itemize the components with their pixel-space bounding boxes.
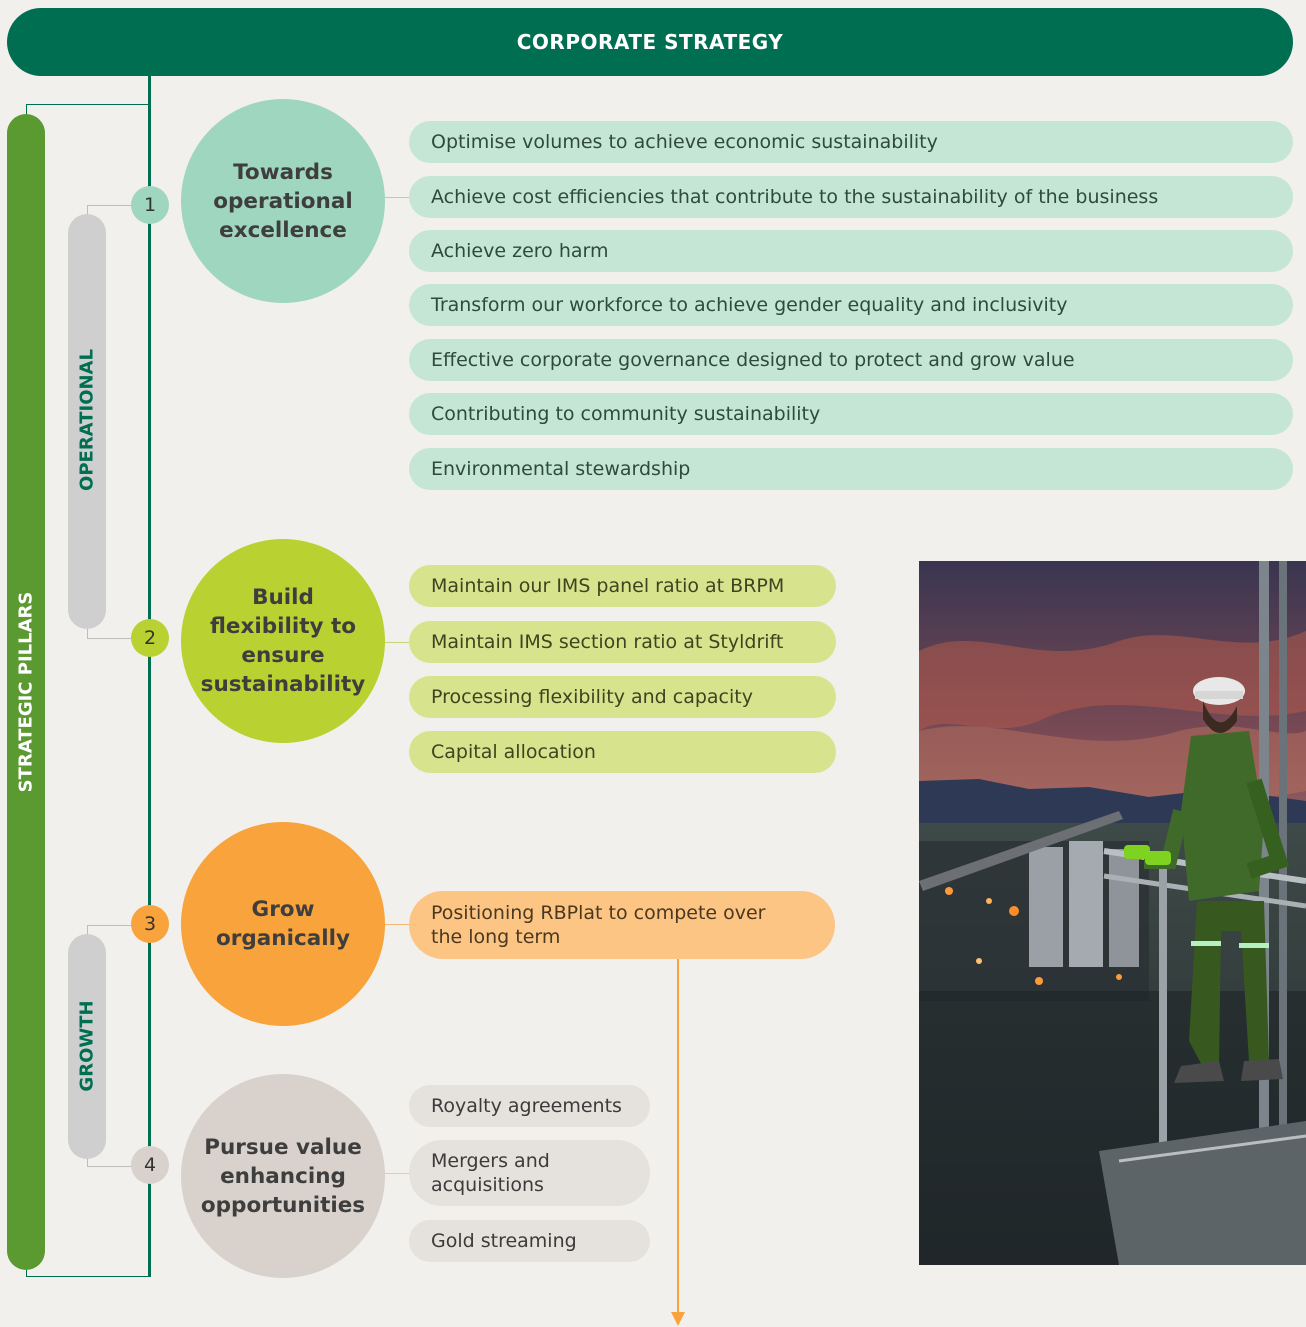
- connector-3: [385, 924, 409, 925]
- strategy-title-1: Towards operational excellence: [213, 159, 353, 243]
- number-badge-2: 2: [131, 619, 169, 657]
- item-1-3-text: Achieve zero harm: [431, 240, 609, 262]
- item-1-2: Achieve cost efficiencies that contribut…: [409, 176, 1293, 218]
- strategy-circle-3: Grow organically: [181, 822, 385, 1026]
- connector-2: [385, 642, 409, 643]
- strategy-title-4: Pursue value enhancing opportunities: [200, 1134, 366, 1218]
- number-badge-1: 1: [131, 186, 169, 224]
- strategy-circle-1: Towards operational excellence: [181, 99, 385, 303]
- operational-group-bar: OPERATIONAL: [68, 214, 106, 629]
- item-1-3: Achieve zero harm: [409, 230, 1293, 272]
- item-1-4-text: Transform our workforce to achieve gende…: [431, 294, 1068, 316]
- number-4-text: 4: [143, 1154, 157, 1176]
- item-2-4-text: Capital allocation: [431, 741, 596, 763]
- growth-label: GROWTH: [76, 1000, 98, 1092]
- item-3-1: Positioning RBPlat to compete over the l…: [409, 891, 835, 959]
- item-2-2-text: Maintain IMS section ratio at Styldrift: [431, 631, 784, 653]
- item-1-6-text: Contributing to community sustainability: [431, 403, 821, 425]
- corporate-strategy-header: CORPORATE STRATEGY: [7, 8, 1293, 76]
- mine-worker-photo-illustration: [919, 561, 1306, 1265]
- growth-group-bar: GROWTH: [68, 934, 106, 1159]
- item-1-7-text: Environmental stewardship: [431, 458, 691, 480]
- strategy-title-2: Build flexibility to ensure sustainabili…: [200, 585, 366, 697]
- number-badge-3: 3: [131, 905, 169, 943]
- item-2-1: Maintain our IMS panel ratio at BRPM: [409, 565, 836, 607]
- orange-arrow-head: [671, 1312, 685, 1326]
- item-2-1-text: Maintain our IMS panel ratio at BRPM: [431, 575, 785, 597]
- item-1-7: Environmental stewardship: [409, 448, 1293, 490]
- strategic-pillars-bar: STRATEGIC PILLARS: [7, 114, 45, 1270]
- item-1-5: Effective corporate governance designed …: [409, 339, 1293, 381]
- item-4-1-text: Royalty agreements: [431, 1095, 622, 1117]
- item-4-2-text: Mergers and acquisitions: [431, 1150, 550, 1196]
- orange-arrow-line: [677, 959, 679, 1314]
- header-title: CORPORATE STRATEGY: [516, 30, 784, 54]
- mine-worker-photo: [919, 561, 1306, 1265]
- item-1-6: Contributing to community sustainability: [409, 393, 1293, 435]
- item-1-2-text: Achieve cost efficiencies that contribut…: [431, 186, 1159, 208]
- item-4-2: Mergers and acquisitions: [409, 1140, 650, 1206]
- item-1-1: Optimise volumes to achieve economic sus…: [409, 121, 1293, 163]
- bracket-left-bottom: [26, 1268, 27, 1277]
- spine-line: [148, 76, 151, 1277]
- strategy-title-3: Grow organically: [216, 897, 350, 951]
- item-2-3-text: Processing flexibility and capacity: [431, 686, 753, 708]
- operational-label: OPERATIONAL: [76, 349, 98, 491]
- item-2-2: Maintain IMS section ratio at Styldrift: [409, 621, 836, 663]
- number-1-text: 1: [143, 194, 157, 216]
- item-4-3: Gold streaming: [409, 1220, 650, 1262]
- item-3-1-text: Positioning RBPlat to compete over the l…: [431, 902, 766, 948]
- strategy-circle-4: Pursue value enhancing opportunities: [181, 1074, 385, 1278]
- bracket-bottom: [26, 1276, 150, 1277]
- bracket-top: [26, 104, 149, 105]
- connector-1: [385, 197, 409, 198]
- item-2-4: Capital allocation: [409, 731, 836, 773]
- number-2-text: 2: [143, 627, 157, 649]
- item-1-5-text: Effective corporate governance designed …: [431, 349, 1075, 371]
- item-2-3: Processing flexibility and capacity: [409, 676, 836, 718]
- strategic-pillars-label: STRATEGIC PILLARS: [15, 591, 37, 793]
- item-4-1: Royalty agreements: [409, 1085, 650, 1127]
- number-badge-4: 4: [131, 1146, 169, 1184]
- item-1-4: Transform our workforce to achieve gende…: [409, 284, 1293, 326]
- connector-4: [385, 1173, 409, 1174]
- item-1-1-text: Optimise volumes to achieve economic sus…: [431, 131, 938, 153]
- item-4-3-text: Gold streaming: [431, 1230, 577, 1252]
- number-3-text: 3: [143, 913, 157, 935]
- strategy-circle-2: Build flexibility to ensure sustainabili…: [181, 539, 385, 743]
- bracket-left-top: [26, 104, 27, 116]
